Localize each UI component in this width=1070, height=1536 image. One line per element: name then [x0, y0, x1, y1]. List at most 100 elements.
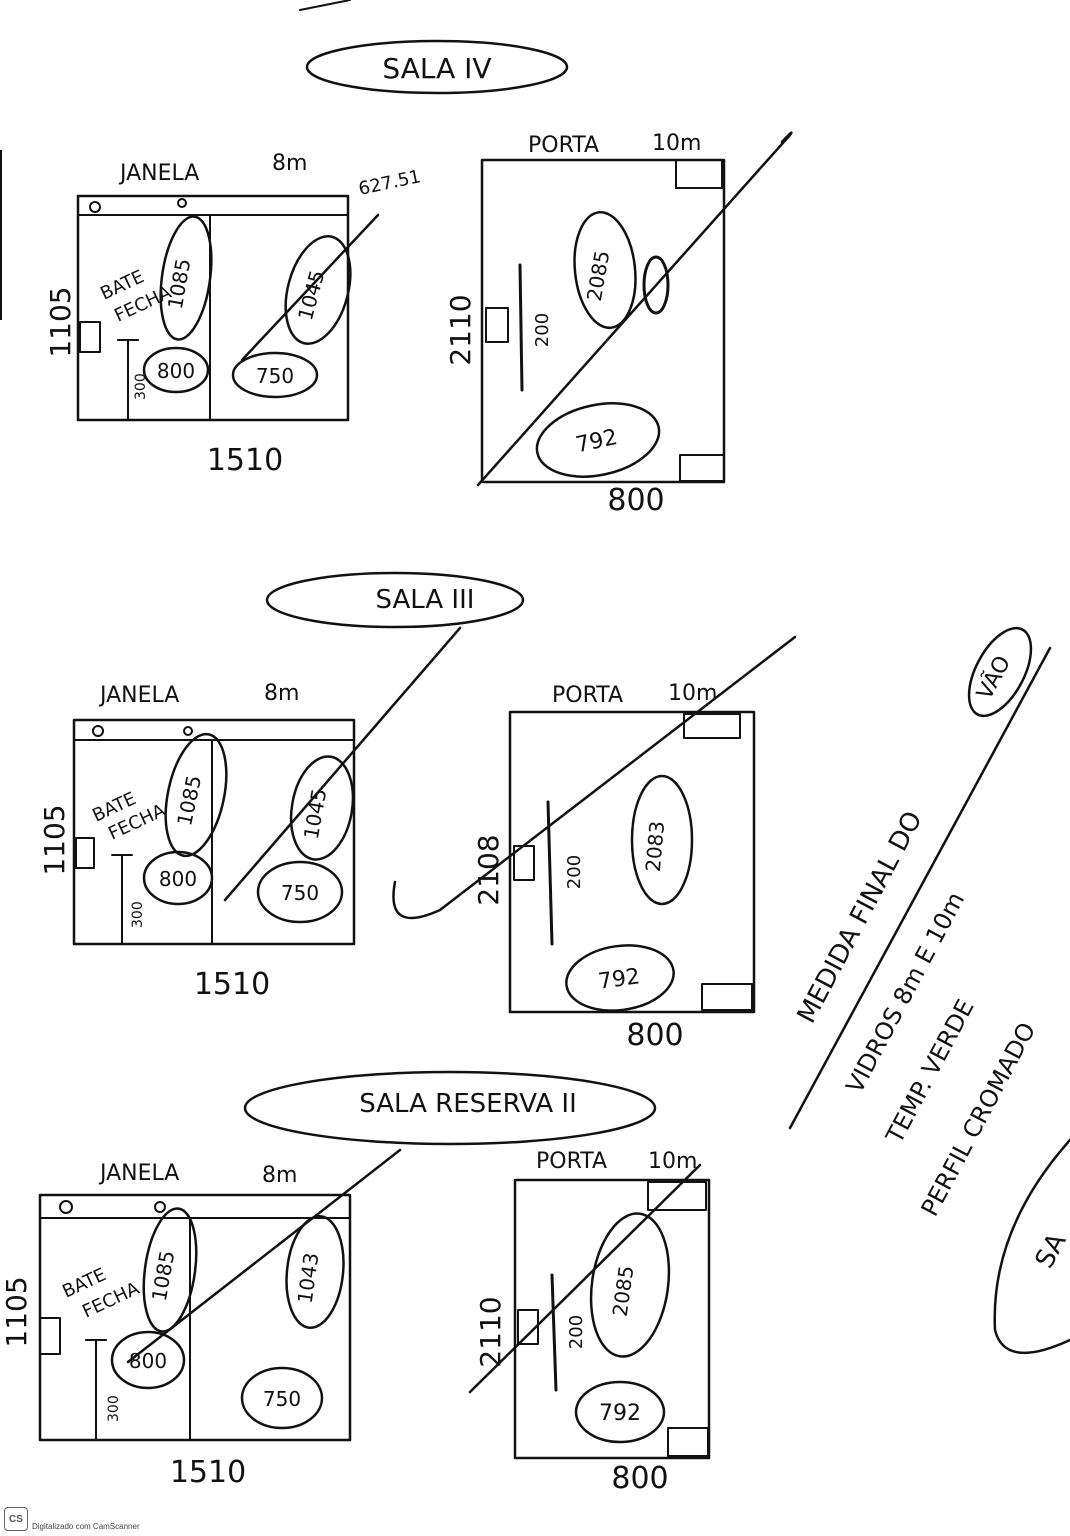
- lock-icon: [75, 837, 95, 869]
- hinge-icon: [701, 983, 753, 1011]
- window-frame: [72, 718, 356, 946]
- scanner-watermark: CS Digitalizado com CamScanner: [4, 1505, 140, 1531]
- door-drawing: PORTA 10m 200 2110 800 2085 792: [444, 131, 793, 518]
- watermark-text: Digitalizado com CamScanner: [32, 1522, 140, 1531]
- hinge-icon: [647, 1181, 707, 1211]
- strike-line: [240, 213, 380, 362]
- hinge-icon: [675, 159, 723, 189]
- pane-oval: [589, 1212, 671, 1358]
- hinge-icon: [89, 201, 101, 213]
- window-header: JANELA: [98, 683, 179, 708]
- window-glass-size: 8m: [272, 151, 307, 176]
- window-drawing: JANELA 8m 627.51 1105 1510 BATE FECHA 10…: [44, 151, 423, 478]
- window-height: 1105: [0, 1276, 33, 1347]
- pane-oval: [284, 235, 352, 345]
- hinge-icon: [679, 454, 725, 482]
- door-frame: [508, 710, 756, 1014]
- door-glass-size: 10m: [652, 131, 701, 156]
- window-drawing: JANELA 8m 1105 1510 BATE FECHA 1085 800 …: [0, 1148, 402, 1490]
- lower-pane: 792: [574, 425, 620, 458]
- door-header: PORTA: [536, 1149, 607, 1174]
- window-width: 1510: [194, 967, 270, 1002]
- window-header: JANELA: [118, 161, 199, 186]
- pane-oval: [565, 944, 675, 1012]
- window-height: 1105: [38, 804, 71, 875]
- handle-dim: 200: [532, 313, 553, 347]
- strike-line: [468, 1163, 702, 1394]
- pane-oval: [142, 346, 210, 394]
- pane-oval: [630, 774, 694, 906]
- left-bottom-dim: 300: [130, 901, 146, 928]
- right-top-pane: 1045: [293, 267, 329, 322]
- section-title-oval: [243, 1070, 657, 1146]
- door-height: 2110: [444, 294, 477, 365]
- left-bottom-dim: 300: [133, 373, 149, 400]
- upper-pane: 2085: [608, 1264, 639, 1318]
- door-width: 800: [626, 1018, 683, 1053]
- left-bottom-pane: 800: [129, 1349, 167, 1373]
- upper-pane: 2085: [582, 249, 614, 303]
- door-header: PORTA: [528, 133, 599, 158]
- strike-line: [392, 635, 797, 920]
- hinge-icon: [92, 725, 104, 737]
- lock-icon: [485, 307, 509, 343]
- hinge-icon: [59, 1200, 73, 1214]
- window-width: 1510: [170, 1455, 246, 1490]
- hinge-icon: [183, 726, 193, 736]
- left-bottom-pane: 800: [157, 359, 195, 383]
- hinge-icon: [683, 713, 741, 739]
- door-header: PORTA: [552, 683, 623, 708]
- strike-line: [223, 626, 462, 902]
- pane-oval: [142, 850, 214, 906]
- pane-oval: [231, 351, 319, 399]
- pane-oval: [573, 210, 637, 330]
- door-width: 800: [607, 483, 664, 518]
- window-glass-size: 8m: [262, 1163, 297, 1188]
- pane-oval: [285, 1214, 345, 1330]
- right-bottom-pane: 750: [263, 1387, 301, 1411]
- pane-oval: [289, 755, 355, 861]
- strike-line: [126, 1148, 402, 1364]
- left-top-pane: 1085: [163, 257, 195, 311]
- note-circle: [967, 626, 1033, 718]
- left-bottom-pane: 800: [159, 867, 197, 891]
- left-bottom-dim: 300: [106, 1395, 122, 1422]
- cut-off-oval: [993, 1138, 1070, 1355]
- side-notes: MEDIDA FINAL DO VÃO VIDROS 8m E 10m TEMP…: [788, 626, 1070, 1355]
- pane-oval: [142, 1207, 198, 1333]
- section-title-oval: [265, 571, 525, 629]
- camscanner-logo: CS: [4, 1507, 28, 1531]
- hinge-icon: [667, 1427, 709, 1457]
- lower-pane: 792: [599, 1401, 641, 1426]
- handle-dim: 200: [564, 855, 585, 889]
- left-top-pane: 1085: [172, 773, 206, 828]
- stray-mark: [299, 0, 351, 11]
- note-circled-word: VÃO: [971, 651, 1016, 704]
- left-top-pane: 1085: [147, 1249, 179, 1303]
- note-underline: [788, 646, 1052, 1130]
- pane-oval: [110, 1330, 186, 1390]
- right-top-pane: 1043: [293, 1251, 324, 1305]
- section-title: SALA RESERVA II: [359, 1089, 576, 1119]
- handle-dim: 200: [566, 1315, 587, 1349]
- section-title-oval: [305, 39, 569, 95]
- section-sala-iii: SALA III JANELA 8m 1105 1510 BATE FECHA …: [38, 571, 797, 1053]
- window-header: JANELA: [98, 1161, 179, 1186]
- section-title: SALA IV: [382, 52, 491, 85]
- door-width: 800: [611, 1461, 668, 1496]
- window-height: 1105: [44, 286, 77, 357]
- window-glass-size: 8m: [264, 681, 299, 706]
- pane-oval: [159, 215, 213, 341]
- pane-oval: [240, 1366, 324, 1430]
- door-glass-size: 10m: [648, 1149, 697, 1174]
- lock-icon: [39, 1317, 61, 1355]
- section-sala-iv: SALA IV JANELA 8m 627.51 1105 1510 BATE …: [44, 39, 793, 518]
- lock-icon: [517, 1309, 539, 1345]
- pane-oval: [164, 732, 228, 858]
- window-extra-note: 627.51: [357, 166, 423, 200]
- door-drawing: PORTA 10m 200 2108 800 2083 792: [392, 635, 797, 1053]
- handle-bar: [518, 263, 524, 392]
- door-drawing: PORTA 10m 200 2110 800 2085 792: [468, 1149, 711, 1496]
- section-title: SALA III: [376, 585, 475, 615]
